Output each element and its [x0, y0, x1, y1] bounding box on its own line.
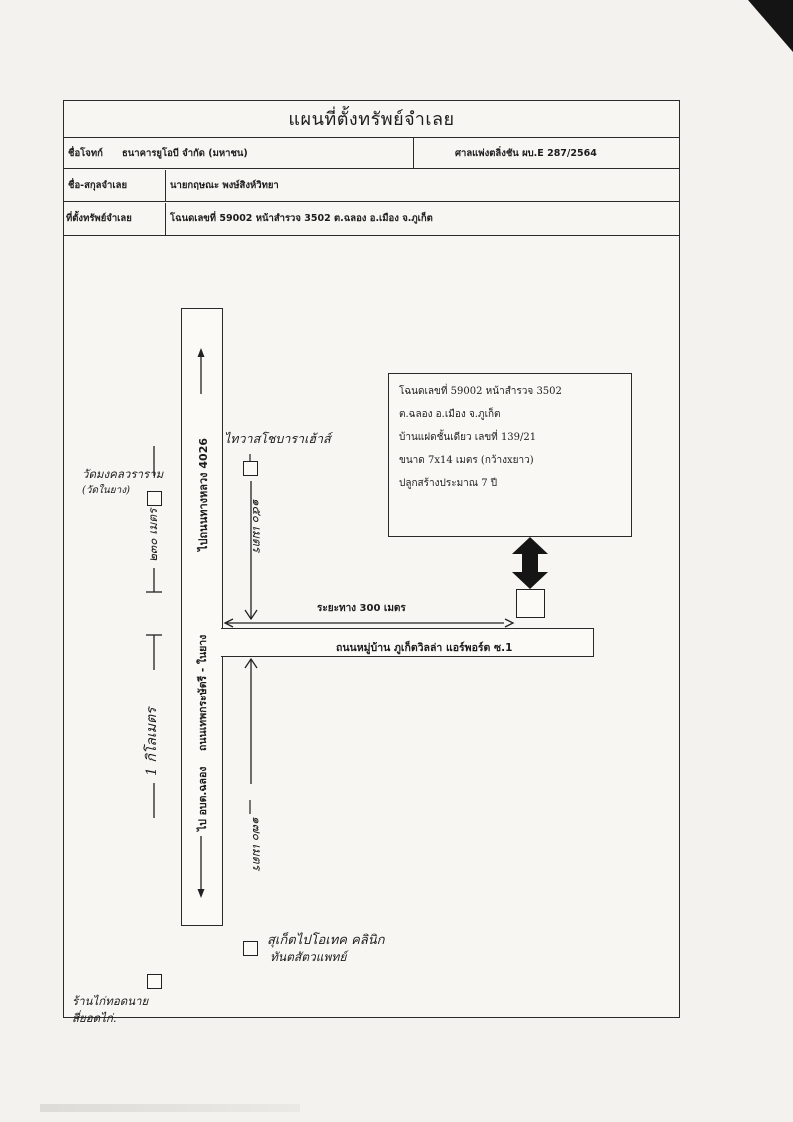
- side-road-name: ถนนหมู่บ้าน ภูเก็ตวิลล่า แอร์พอร์ต ซ.1: [336, 642, 513, 654]
- main-road-name: ถนนเทพกระษัตรี - ในยาง: [197, 634, 209, 751]
- landmark-bottom-right-2: ทันตสัตวแพทย์: [270, 950, 347, 964]
- map-sheet: แผนที่ตั้งทรัพย์จำเลย ชื่อโจทก์ ธนาคารยู…: [63, 100, 680, 1025]
- info-line: ขนาด 7x14 เมตร (กว้างxยาว): [399, 455, 534, 466]
- map-area: ไปถนนทางหลวง 4026 ไป อบต.ฉลอง ถนนเทพกระษ…: [64, 236, 679, 1025]
- divider: [413, 138, 414, 168]
- scan-smudge: [40, 1104, 300, 1112]
- page-title: แผนที่ตั้งทรัพย์จำเลย: [288, 109, 455, 130]
- dist-bottom-right: ๑๗๐ เมตร: [250, 816, 264, 871]
- plaintiff-row: ชื่อโจทก์ ธนาคารยูโอบี จำกัด (มหาชน) ศาล…: [64, 138, 679, 169]
- location-row: ที่ตั้งทรัพย์จำเลย โฉนดเลขที่ 59002 หน้า…: [64, 203, 679, 236]
- landmark-left-top-2: (วัดในยาง): [82, 485, 130, 496]
- defendant-row: ชื่อ-สกุลจำเลย นายกฤษณะ พงษ์สิงห์วิทยา: [64, 170, 679, 202]
- main-road-bottom-label: ไป อบต.ฉลอง: [197, 766, 209, 831]
- dist-left-bottom: 1 กิโลเมตร: [144, 707, 160, 776]
- landmark-box: [147, 491, 162, 506]
- main-road-top-label: ไปถนนทางหลวง 4026: [197, 438, 210, 551]
- plaintiff-label: ชื่อโจทก์: [68, 148, 103, 159]
- defendant-label: ชื่อ-สกุลจำเลย: [68, 180, 128, 191]
- dist-left-top: ๒๓๐ เมตร: [146, 508, 160, 562]
- dist-top-right: ๑๕๐ เมตร: [250, 498, 264, 553]
- plaintiff-value: ธนาคารยูโอบี จำกัด (มหาชน): [122, 148, 248, 159]
- arrow-head-icon: [504, 618, 515, 628]
- corner-mark: [748, 0, 793, 52]
- defendant-value: นายกฤษณะ พงษ์สิงห์วิทยา: [170, 180, 279, 191]
- location-value: โฉนดเลขที่ 59002 หน้าสำรวจ 3502 ต.ฉลอง อ…: [170, 213, 433, 224]
- landmark-left-bottom: ร้านไก่ทอดนาย: [72, 994, 149, 1008]
- info-line: บ้านแฝดชั้นเดียว เลขที่ 139/21: [399, 432, 537, 443]
- info-line: โฉนดเลขที่ 59002 หน้าสำรวจ 3502: [399, 386, 562, 397]
- arrow-head-icon: [197, 348, 205, 357]
- divider: [165, 170, 166, 201]
- divider: [165, 203, 166, 235]
- location-label: ที่ตั้งทรัพย์จำเลย: [66, 213, 132, 224]
- info-line: ปลูกสร้างประมาณ 7 ปี: [399, 478, 498, 489]
- landmark-box: [243, 461, 258, 476]
- side-road: [219, 628, 594, 657]
- title-row: แผนที่ตั้งทรัพย์จำเลย: [64, 101, 679, 138]
- arrow-head-icon: [197, 889, 205, 898]
- landmark-top-right: ไทวาสโชบาราเฮ้าส์: [224, 431, 331, 446]
- distance-label: ระยะทาง 300 เมตร: [317, 603, 406, 614]
- info-line: ต.ฉลอง อ.เมือง จ.ภูเก็ต: [399, 409, 501, 420]
- property-marker: [516, 589, 545, 618]
- landmark-left-top: วัดมงคลวราราม: [82, 467, 164, 481]
- landmark-bottom-right: สุเก็ตไปโอเทค คลินิก: [267, 933, 385, 948]
- main-road: [181, 308, 223, 926]
- property-info-box: โฉนดเลขที่ 59002 หน้าสำรวจ 3502 ต.ฉลอง อ…: [388, 373, 632, 537]
- arrow-head-icon: [223, 618, 234, 628]
- landmark-box: [243, 941, 258, 956]
- map-lines: [146, 348, 548, 898]
- location-pointer-icon: [512, 537, 548, 589]
- court-value: ศาลแพ่งตลิ่งชัน ผบ.E 287/2564: [455, 148, 597, 159]
- arrow-head-icon: [244, 609, 258, 621]
- landmark-left-bottom-2: สี่ยอดไก่.: [72, 1011, 117, 1025]
- landmark-box: [147, 974, 162, 989]
